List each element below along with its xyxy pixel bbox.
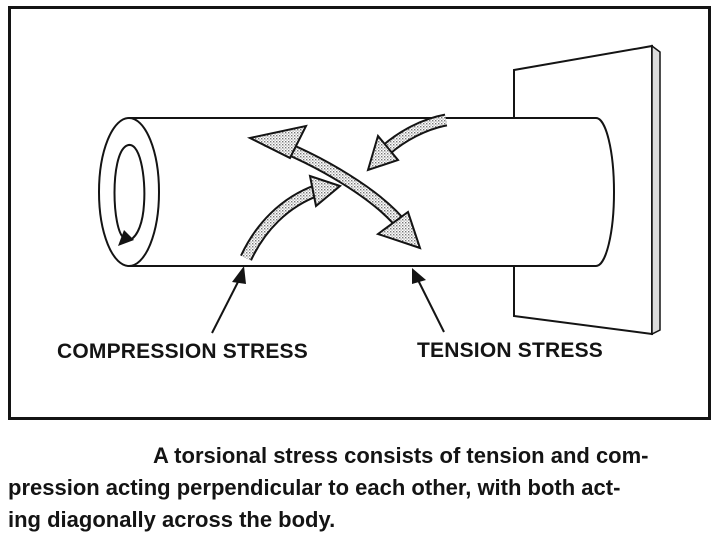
- compression-leader-line: [211, 266, 246, 334]
- tension-stress-label: TENSION STRESS: [417, 339, 603, 362]
- figure-caption: A torsional stress consists of tension a…: [8, 440, 712, 536]
- caption-line: A torsional stress consists of tension a…: [153, 443, 649, 468]
- compression-stress-label: COMPRESSION STRESS: [57, 340, 308, 363]
- tension-arrow-icon: [247, 124, 422, 250]
- cylinder-end-face: [98, 117, 160, 267]
- rotation-arrowhead-icon: [118, 230, 134, 246]
- caption-line: pression acting perpendicular to each ot…: [8, 475, 621, 500]
- compression-arrow-right-icon: [366, 113, 448, 172]
- rotation-arrow-icon: [113, 143, 146, 241]
- caption-line: ing diagonally across the body.: [8, 507, 336, 532]
- tension-leader-line: [412, 268, 445, 333]
- compression-arrow-icon: [240, 174, 343, 261]
